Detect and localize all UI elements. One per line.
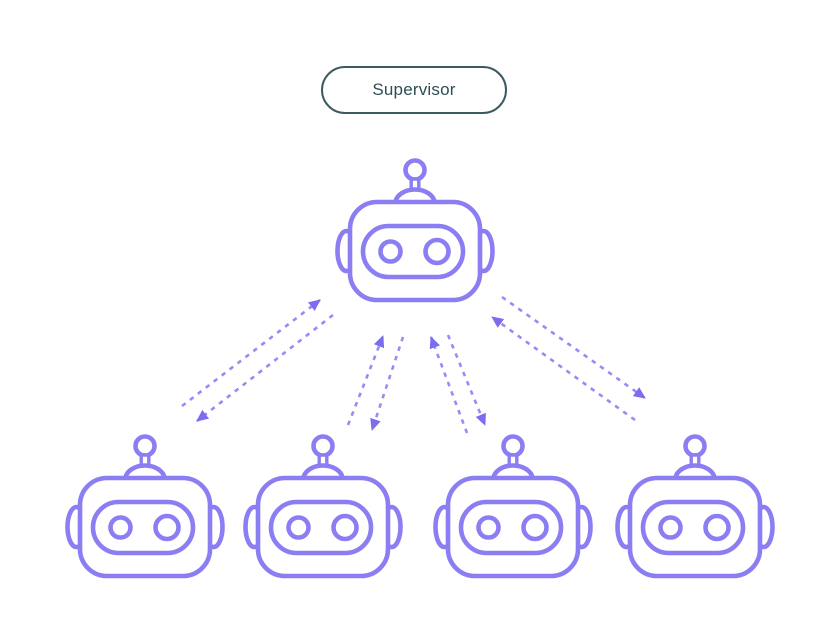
connection-supervisor-worker-4 [491, 295, 646, 422]
supervisor-label-pill: Supervisor [321, 66, 507, 114]
arrow-to-worker-2 [370, 336, 405, 431]
connection-supervisor-worker-3 [429, 334, 487, 434]
worker-robot-icon-3 [436, 437, 591, 577]
arrow-to-supervisor-4 [491, 315, 636, 422]
arrow-to-worker-1 [196, 313, 334, 423]
arrow-to-supervisor-2 [346, 335, 385, 426]
worker-robot-icon-2 [246, 437, 401, 577]
supervisor-label: Supervisor [372, 80, 456, 99]
arrow-to-supervisor-3 [429, 336, 469, 434]
supervisor-robot-icon [338, 161, 493, 301]
arrow-to-supervisor-1 [181, 298, 321, 408]
arrow-to-worker-4 [501, 295, 646, 400]
connection-supervisor-worker-2 [346, 335, 405, 431]
worker-robot-icon-1 [68, 437, 223, 577]
arrow-to-worker-3 [446, 334, 487, 426]
connection-supervisor-worker-1 [181, 298, 334, 423]
worker-robot-icon-4 [618, 437, 773, 577]
